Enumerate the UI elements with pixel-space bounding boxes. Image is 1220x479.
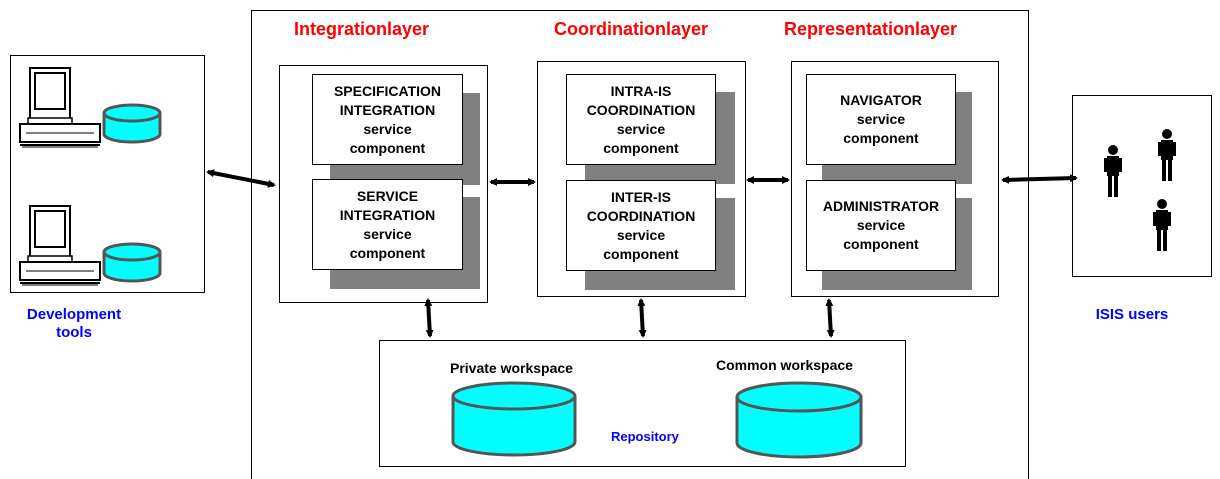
component-line: COORDINATION: [586, 101, 696, 118]
common-workspace-label: Common workspace: [716, 357, 853, 373]
representation-layer-title: Representationlayer: [784, 19, 958, 39]
component-line: INTER-IS: [611, 188, 671, 205]
component-line: service: [616, 226, 666, 243]
double-arrow: [424, 298, 434, 338]
component-line: INTEGRATION: [339, 101, 436, 118]
component-line: component: [349, 244, 426, 261]
coordination-layer-title: Coordinationlayer: [554, 19, 709, 39]
person-icon: [1153, 199, 1171, 251]
development-tools-line: Development: [26, 306, 122, 323]
isis-users-frame: [1072, 95, 1212, 277]
service-integration-component: SERVICE INTEGRATION service component: [312, 179, 463, 270]
component-line: component: [603, 245, 679, 262]
integration-layer-title: Integrationlayer: [294, 19, 430, 39]
component-line: service: [616, 120, 666, 137]
administrator-component: ADMINISTRATOR service component: [806, 180, 956, 271]
component-line: service: [363, 225, 412, 242]
intra-is-coordination-component: INTRA-IS COORDINATION service component: [566, 74, 716, 165]
component-line: SERVICE: [356, 187, 419, 204]
double-arrow: [637, 298, 647, 338]
component-line: ADMINISTRATOR: [822, 198, 940, 214]
inter-is-coordination-component: INTER-IS COORDINATION service component: [566, 180, 716, 271]
private-workspace-label: Private workspace: [450, 360, 573, 376]
specification-integration-component: SPECIFICATION INTEGRATION service compon…: [312, 74, 463, 165]
computer-icon: [19, 67, 101, 148]
computer-database-icon: [102, 103, 162, 144]
component-line: INTEGRATION: [339, 206, 436, 223]
component-line: component: [603, 139, 679, 156]
component-line: component: [349, 139, 426, 156]
component-line: NAVIGATOR: [840, 92, 922, 108]
double-arrow: [206, 169, 276, 188]
computer-icon: [19, 205, 101, 286]
private-workspace-database-icon: [451, 381, 577, 457]
component-line: service: [856, 111, 906, 127]
development-tools-label: Development tools: [18, 306, 130, 342]
component-line: SPECIFICATION: [333, 82, 442, 99]
component-line: component: [843, 130, 919, 146]
component-line: INTRA-IS: [610, 82, 672, 99]
double-arrow: [825, 298, 835, 338]
double-arrow: [1001, 174, 1078, 184]
component-line: service: [363, 120, 412, 137]
component-line: COORDINATION: [586, 207, 696, 224]
person-icon: [1104, 145, 1122, 197]
repository-label: Repository: [611, 429, 679, 444]
component-line: component: [843, 236, 919, 252]
navigator-component: NAVIGATOR service component: [806, 74, 956, 165]
computer-database-icon: [102, 242, 162, 283]
development-tools-line: tools: [56, 324, 92, 341]
common-workspace-database-icon: [735, 381, 863, 459]
component-line: service: [856, 217, 906, 233]
person-icon: [1158, 129, 1176, 181]
isis-users-label: ISIS users: [1095, 306, 1169, 323]
